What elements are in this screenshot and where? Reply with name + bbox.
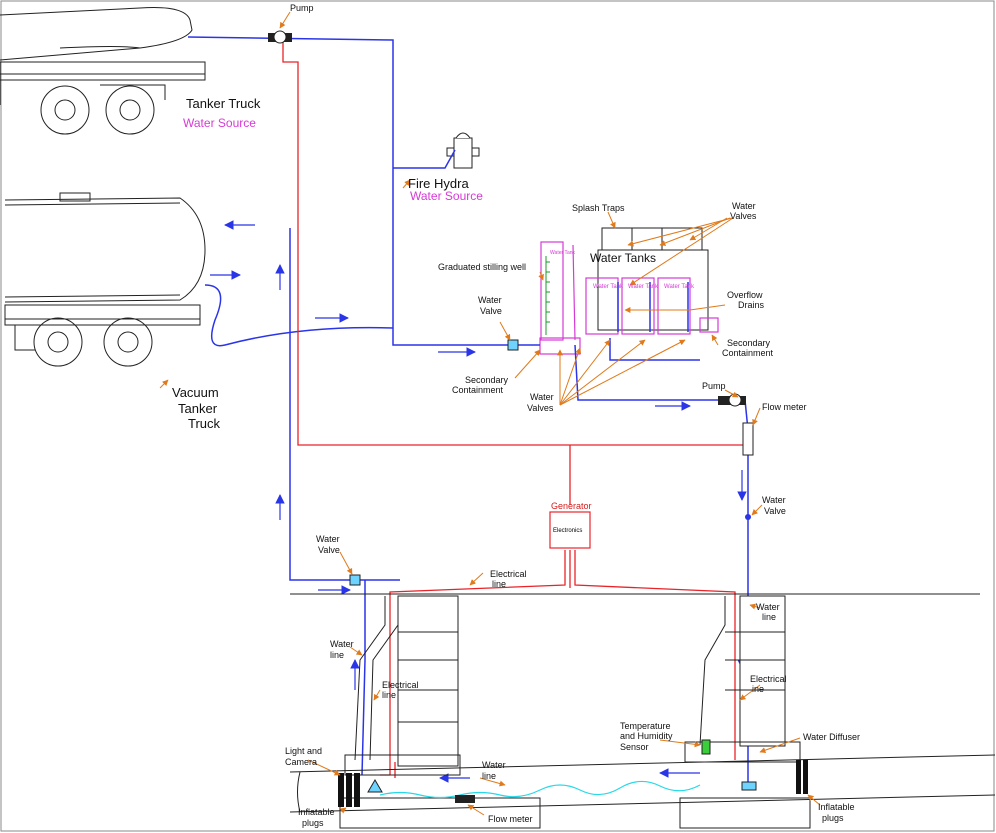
- sewer-pipe: [289, 754, 996, 813]
- label-temp-3: Sensor: [620, 742, 649, 752]
- leader-lines: [159, 11, 821, 816]
- label-water-line-left-1: Water: [330, 639, 354, 649]
- water-valve-a-icon: [507, 339, 519, 351]
- label-water-source-2: Water Source: [410, 189, 483, 203]
- electrical-lines: [282, 42, 748, 778]
- label-flow-meter-right: Flow meter: [762, 402, 807, 412]
- label-temp-1: Temperature: [620, 721, 671, 731]
- right-manhole: [679, 595, 811, 829]
- tanker-truck: [0, 7, 206, 135]
- label-water-valves-top-1: Water: [732, 201, 756, 211]
- pump-right-icon: [718, 393, 746, 407]
- label-water-valve-b-2: Valve: [764, 506, 786, 516]
- label-secondary-right-2: Containment: [722, 348, 774, 358]
- temp-humidity-sensor-icon: [701, 739, 711, 755]
- fire-hydrant-icon: [446, 132, 480, 169]
- label-water-valves-top-2: Valves: [730, 211, 757, 221]
- inflatable-plug-left: [338, 773, 360, 807]
- water-valve-b-icon: [745, 514, 751, 520]
- label-flow-meter-bottom: Flow meter: [488, 814, 533, 824]
- label-inflatable-right-1: Inflatable: [818, 802, 855, 812]
- vacuum-tanker-truck: [4, 192, 206, 367]
- label-water-tanks: Water Tanks: [590, 251, 656, 265]
- label-graduated-well: Graduated stilling well: [438, 262, 526, 272]
- label-water-line-left-2: line: [330, 650, 344, 660]
- label-electrical-line-right-2: ine: [752, 684, 764, 694]
- label-water-diffuser: Water Diffuser: [803, 732, 860, 742]
- label-secondary-right-1: Secondary: [727, 338, 771, 348]
- label-water-line-right-2: line: [762, 612, 776, 622]
- label-splash-traps: Splash Traps: [572, 203, 625, 213]
- generator-box: [549, 511, 591, 549]
- label-water-valve-a-1: Water: [478, 295, 502, 305]
- flow-arrows: [210, 220, 747, 783]
- label-water-valve-a-2: Valve: [480, 306, 502, 316]
- label-tanker-truck: Tanker Truck: [186, 96, 261, 111]
- label-water-source-1: Water Source: [183, 116, 256, 130]
- graduated-stilling-well: [545, 256, 550, 335]
- label-electrical-line-left-2: line: [382, 690, 396, 700]
- label-water-valves-mid-2: Valves: [527, 403, 554, 413]
- left-manhole: [339, 595, 541, 829]
- label-tank-1: Water Tank: [593, 284, 624, 290]
- label-inflatable-left-1: Inflatable: [298, 807, 335, 817]
- label-pump-right: Pump: [702, 381, 726, 391]
- label-vacuum-2: Tanker: [178, 401, 218, 416]
- pump-top-icon: [268, 30, 292, 44]
- water-lines: [187, 36, 749, 790]
- water-tank-units: [539, 241, 719, 355]
- label-tank-well: Water Tank: [550, 250, 576, 256]
- label-water-line-right-1: Water: [756, 602, 780, 612]
- label-overflow-1: Overflow: [727, 290, 763, 300]
- label-fire-hydrant: Fire Hydra: [408, 176, 469, 191]
- label-water-valves-mid-1: Water: [530, 392, 554, 402]
- label-electronics: Electronics: [553, 528, 582, 534]
- label-secondary-left-1: Secondary: [465, 375, 509, 385]
- label-inflatable-left-2: plugs: [302, 818, 324, 828]
- label-pump-top: Pump: [290, 3, 314, 13]
- water-diffuser-icon: [741, 781, 757, 791]
- label-light-camera-2: Camera: [285, 757, 317, 767]
- label-overflow-2: Drains: [738, 300, 765, 310]
- label-electrical-line-left-1: Electrical: [382, 680, 419, 690]
- label-inflatable-right-2: plugs: [822, 813, 844, 823]
- flow-meter-bottom-icon: [455, 795, 475, 803]
- label-electrical-line-top-1: Electrical: [490, 569, 527, 579]
- label-secondary-left-2: Containment: [452, 385, 504, 395]
- label-generator: Generator: [551, 501, 592, 511]
- label-electrical-line-top-2: line: [492, 579, 506, 589]
- label-water-valve-c-1: Water: [316, 534, 340, 544]
- label-water-valve-c-2: Valve: [318, 545, 340, 555]
- label-water-valve-b-1: Water: [762, 495, 786, 505]
- water-tanks-assembly: [597, 227, 709, 331]
- label-light-camera-1: Light and: [285, 746, 322, 756]
- label-vacuum-3: Truck: [188, 416, 221, 431]
- water-in-pipe: [379, 780, 701, 799]
- label-vacuum-1: Vacuum: [172, 385, 219, 400]
- label-water-line-pipe-2: line: [482, 771, 496, 781]
- flow-meter-right-icon: [742, 422, 754, 456]
- label-tank-3: Water Tank: [664, 284, 695, 290]
- water-valve-c-icon: [349, 574, 361, 586]
- label-water-line-pipe-1: Water: [482, 760, 506, 770]
- label-electrical-line-right-1: Electrical: [750, 674, 787, 684]
- label-temp-2: and Humidity: [620, 731, 673, 741]
- inflatable-plug-right: [796, 760, 808, 794]
- label-tank-2: Water Tank: [628, 284, 659, 290]
- light-camera-icon: [367, 779, 383, 793]
